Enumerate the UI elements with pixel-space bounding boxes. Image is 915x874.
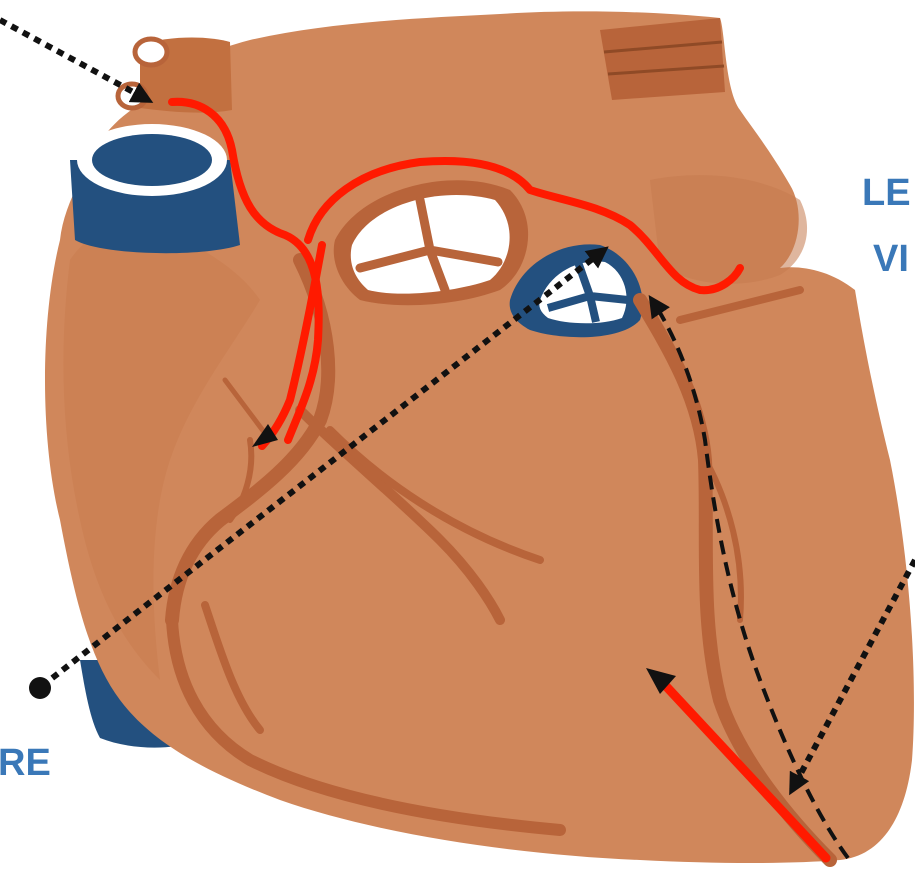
- label-vi: VI: [873, 238, 909, 281]
- label-le: LE: [862, 172, 911, 215]
- pulmonary-vessel-top: [600, 18, 725, 100]
- atrial-appendage: [650, 175, 807, 284]
- vessel-ring-upper: [135, 39, 167, 65]
- label-re: RE: [0, 742, 51, 785]
- dotted-arrow-origin-dot: [29, 677, 51, 699]
- svc-opening: [92, 134, 212, 186]
- dotted-arrow-top-left: [0, 20, 148, 100]
